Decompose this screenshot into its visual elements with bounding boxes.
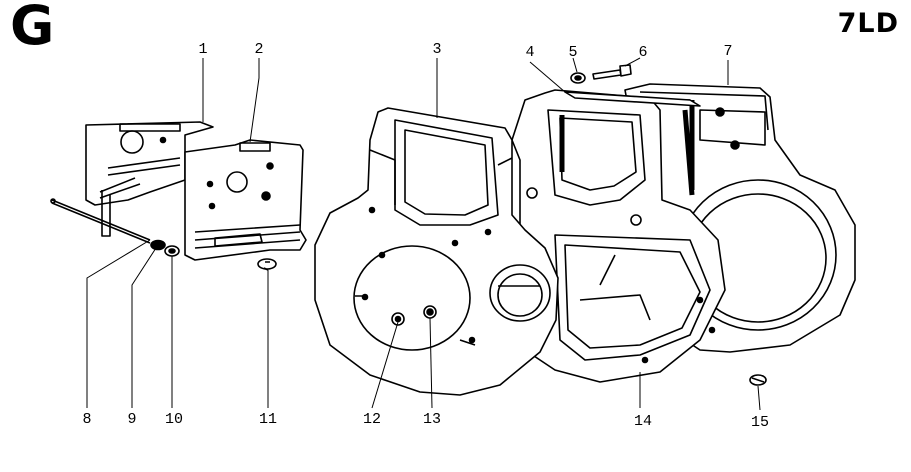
callout-15: 15 <box>750 414 770 431</box>
part-6-bolt <box>592 64 632 80</box>
part-4-gasket <box>564 91 701 107</box>
part-5-nut <box>570 72 586 84</box>
callout-12: 12 <box>362 411 382 428</box>
callout-1: 1 <box>198 41 208 58</box>
callout-4: 4 <box>525 44 535 61</box>
callout-5: 5 <box>568 44 578 61</box>
section-letter: G <box>10 0 55 57</box>
callout-6: 6 <box>638 44 648 61</box>
leader-lines <box>86 57 761 411</box>
callout-8: 8 <box>82 411 92 428</box>
part-8-rod <box>50 198 151 244</box>
callout-11: 11 <box>258 411 278 428</box>
part-11-screw <box>257 258 277 271</box>
callout-13: 13 <box>422 411 442 428</box>
part-1-bracket <box>85 121 214 237</box>
model-code: 7LD <box>837 8 899 39</box>
callout-2: 2 <box>254 41 264 58</box>
part-3-housing <box>314 107 559 396</box>
callout-9: 9 <box>127 411 137 428</box>
callout-7: 7 <box>723 43 733 60</box>
part-9-washer <box>150 239 166 251</box>
part-2-bracket <box>184 139 307 261</box>
callout-10: 10 <box>164 411 184 428</box>
callout-14: 14 <box>633 413 653 430</box>
callout-3: 3 <box>432 41 442 58</box>
part-15-screw <box>749 374 767 386</box>
